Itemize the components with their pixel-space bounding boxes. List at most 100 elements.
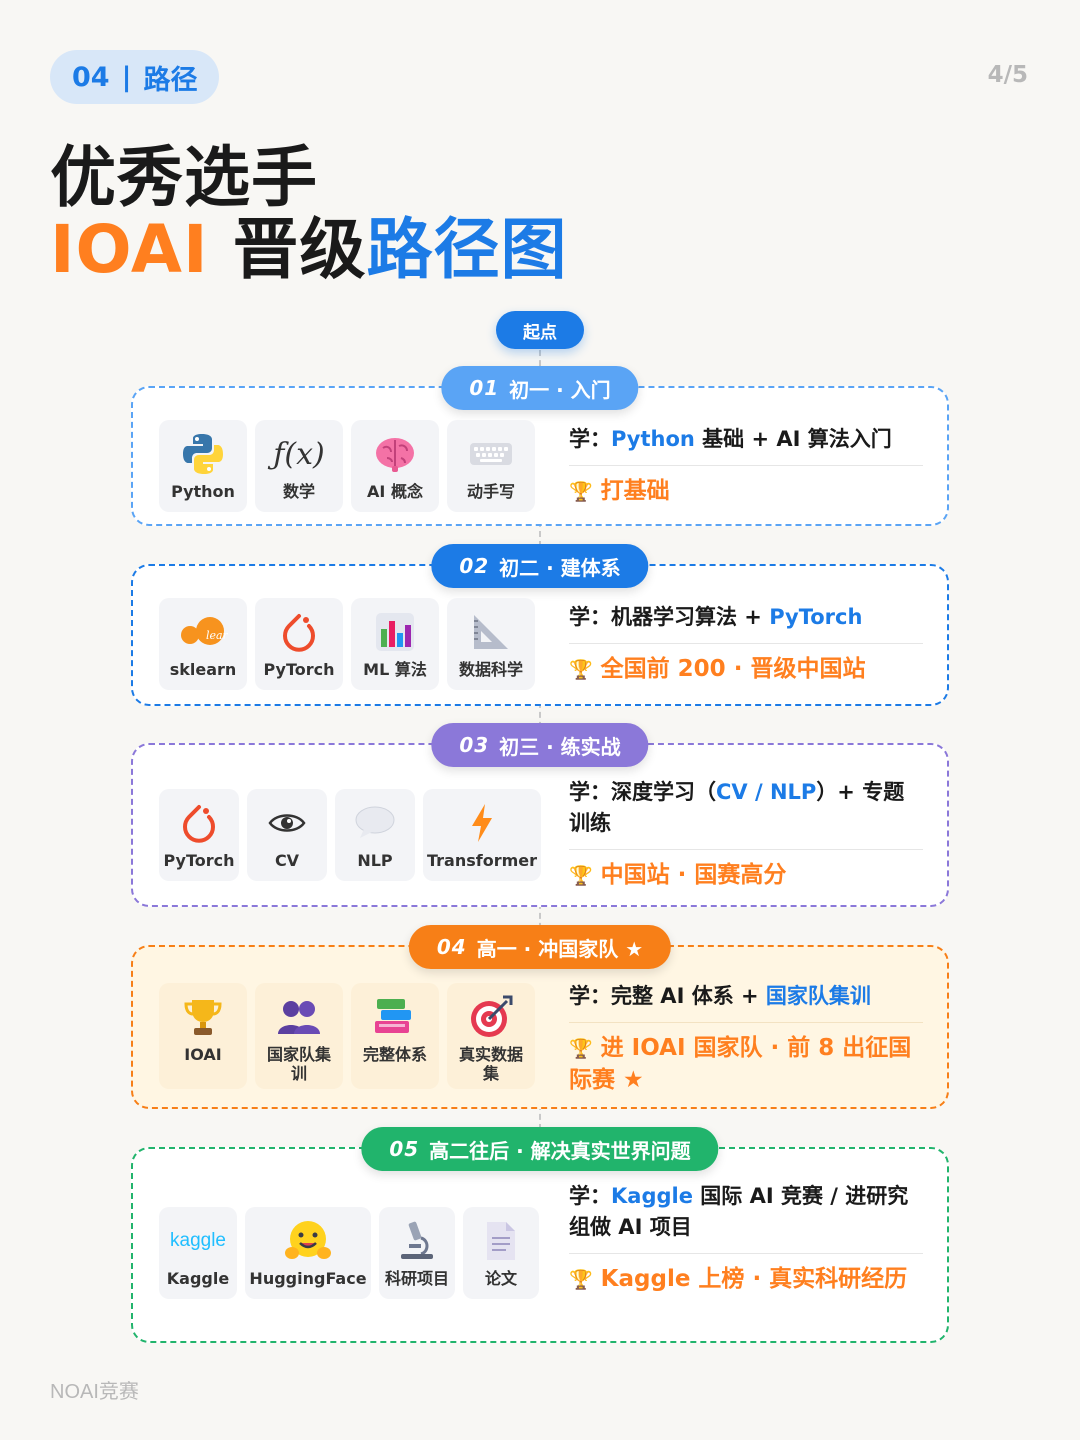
goal-text: 🏆 中国站 · 国赛高分 (569, 860, 923, 892)
trophy-icon: 🏆 (569, 659, 593, 681)
stage-pill-4: 04 高一 · 冲国家队 ★ (408, 925, 672, 969)
badge-separator: | (121, 61, 132, 93)
stage-info: 学：Kaggle 国际 AI 竞赛 / 进研究组做 AI 项目 🏆Kaggle … (569, 1181, 923, 1296)
goal-text: 🏆 打基础 (569, 476, 923, 508)
stage-info: 学：完整 AI 体系 + 国家队集训 🏆进 IOAI 国家队 · 前 8 出征国… (569, 981, 923, 1096)
trophy-icon: 🏆 (569, 1269, 593, 1291)
goal-label: 进 IOAI 国家队 · 前 8 出征国际赛 ★ (569, 1035, 912, 1093)
icon-label: 数据科学 (458, 660, 523, 679)
stage-icons: Python ƒ(x) 数学 AI 概念 (159, 420, 535, 512)
learn-highlight: PyTorch (769, 605, 863, 629)
divider (569, 1022, 923, 1023)
learn-prefix: 学： (569, 605, 611, 629)
eye-icon (268, 801, 306, 845)
stage-number: 05 (389, 1137, 420, 1161)
icon-card-ioai: IOAI (159, 983, 247, 1089)
learn-prefix: 学： (569, 1184, 611, 1208)
stage-card-1: 01 初一 · 入门 Python ƒ(x) 数学 (131, 366, 949, 526)
microscope-icon (397, 1219, 437, 1263)
icon-label: Kaggle (166, 1269, 230, 1288)
icon-card-nlp: NLP (335, 789, 415, 881)
learn-text: 学：完整 AI 体系 + 国家队集训 (569, 981, 923, 1012)
stage-icons: PyTorch CV NLP (159, 789, 541, 881)
stage-number: 03 (459, 733, 490, 757)
python-icon (179, 432, 227, 476)
stage-pill-5: 05 高二往后 · 解决真实世界问题 (361, 1127, 719, 1171)
trophy-icon: 🏆 (569, 865, 593, 887)
lightning-icon (468, 801, 496, 845)
page-title-line2: IOAI 晋级路径图 (50, 196, 568, 292)
icon-label: AI 概念 (367, 482, 423, 501)
title-roadmap: 路径图 (366, 211, 568, 288)
pytorch-icon (278, 610, 320, 654)
learn-text: 学：Python 基础 + AI 算法入门 (569, 424, 923, 455)
hugging-face-icon (284, 1219, 332, 1263)
icon-card-research: 科研项目 (379, 1207, 455, 1299)
stage-pill-2: 02 初二 · 建体系 (431, 544, 649, 588)
icon-card-cv: CV (247, 789, 327, 881)
stage-info: 学：Python 基础 + AI 算法入门 🏆 打基础 (569, 424, 923, 508)
icon-label: IOAI (184, 1045, 222, 1064)
sklearn-icon: learn (178, 610, 228, 654)
stage-number: 01 (469, 376, 500, 400)
goal-label: 中国站 · 国赛高分 (600, 862, 787, 888)
triangle-ruler-icon (470, 610, 512, 654)
icon-card-transformer: Transformer (423, 789, 541, 881)
divider (569, 465, 923, 466)
stage-name: 初三 · 练实战 (499, 734, 621, 759)
divider (569, 1253, 923, 1254)
team-icon (277, 995, 321, 1039)
divider (569, 849, 923, 850)
stage-icons: kaggle Kaggle HuggingFace (159, 1207, 539, 1299)
icon-label: HuggingFace (249, 1269, 367, 1288)
goal-label: 打基础 (600, 478, 670, 504)
goal-label: Kaggle 上榜 · 真实科研经历 (600, 1266, 908, 1292)
pytorch-icon (178, 801, 220, 845)
icon-label: sklearn (169, 660, 237, 679)
icon-card-python: Python (159, 420, 247, 512)
stage-card-4: 04 高一 · 冲国家队 ★ IOAI (131, 925, 949, 1109)
learn-highlight: Kaggle (611, 1184, 693, 1208)
stage-icons: learn sklearn PyTorch (159, 598, 535, 690)
icon-card-sklearn: learn sklearn (159, 598, 247, 690)
start-pill: 起点 (496, 311, 584, 349)
title-promote: 晋级 (208, 211, 367, 288)
icon-label: PyTorch (163, 851, 235, 870)
icon-card-paper: 论文 (463, 1207, 539, 1299)
icon-card-ai: AI 概念 (351, 420, 439, 512)
icon-card-kaggle: kaggle Kaggle (159, 1207, 237, 1299)
stage-name: 初一 · 入门 (509, 377, 611, 402)
icon-card-math: ƒ(x) 数学 (255, 420, 343, 512)
learn-body: 完整 AI 体系 + (611, 984, 766, 1008)
divider (569, 643, 923, 644)
icon-label: 科研项目 (384, 1269, 449, 1288)
title-ioai: IOAI (50, 211, 209, 288)
learn-highlight: Python (611, 427, 695, 451)
svg-text:learn: learn (206, 629, 228, 642)
bar-chart-icon (374, 610, 416, 654)
icon-label: CV (274, 851, 300, 870)
trophy-icon (184, 995, 222, 1039)
books-icon (373, 995, 417, 1039)
stage-name: 初二 · 建体系 (499, 555, 621, 580)
trophy-icon: 🏆 (569, 481, 593, 503)
stage-card-2: 02 初二 · 建体系 learn sklearn PyTorch (131, 544, 949, 706)
stage-card-5: 05 高二往后 · 解决真实世界问题 kaggle Kaggle Hugging… (131, 1127, 949, 1343)
learn-highlight: CV / NLP (716, 780, 817, 804)
page-indicator: 4/5 (987, 62, 1028, 88)
learn-tail: ）+ 专题训练 (569, 780, 905, 835)
stage-number: 04 (436, 935, 467, 959)
icon-card-dataset: 真实数据集 (447, 983, 535, 1089)
stage-icons: IOAI 国家队集训 完整体系 (159, 983, 535, 1089)
icon-card-system: 完整体系 (351, 983, 439, 1089)
learn-prefix: 学： (569, 427, 611, 451)
stage-number: 02 (459, 554, 490, 578)
trophy-icon: 🏆 (569, 1038, 593, 1060)
goal-text: 🏆进 IOAI 国家队 · 前 8 出征国际赛 ★ (569, 1033, 923, 1096)
goal-label: 全国前 200 · 晋级中国站 (600, 656, 866, 682)
icon-label: NLP (357, 851, 393, 870)
icon-label: Transformer (426, 851, 537, 870)
learn-text: 学：机器学习算法 + PyTorch (569, 602, 923, 633)
stage-card-3: 03 初三 · 练实战 PyTorch CV (131, 723, 949, 907)
stage-name: 高二往后 · 解决真实世界问题 (429, 1138, 691, 1163)
